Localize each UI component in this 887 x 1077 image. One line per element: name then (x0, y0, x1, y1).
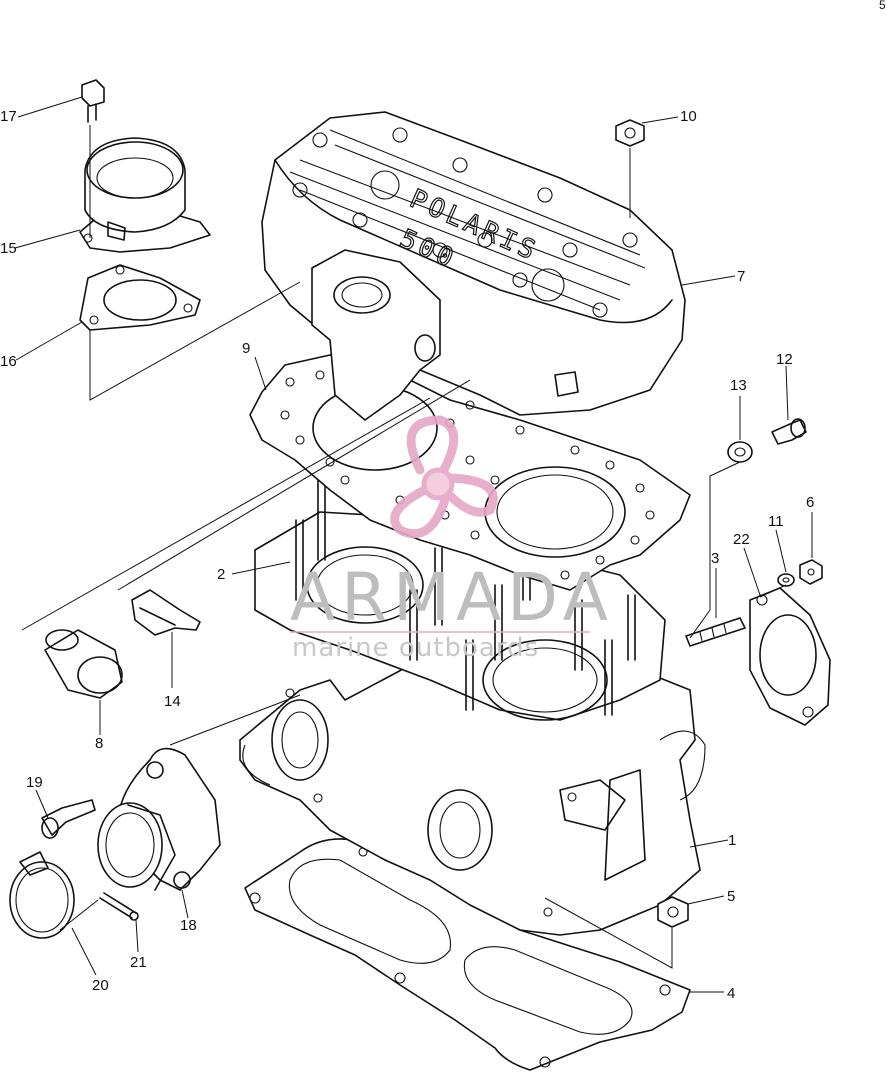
callout-11: 11 (768, 513, 784, 530)
callout-10: 10 (680, 108, 697, 125)
thermostat-cover (79, 137, 211, 253)
clamp-screw (99, 892, 139, 921)
callout-20: 20 (92, 977, 109, 994)
intake-flange (97, 747, 221, 891)
callout-8: 8 (95, 735, 103, 752)
exhaust-stud (685, 617, 746, 647)
exhaust-nut (799, 559, 823, 585)
callout-15: 15 (0, 240, 17, 257)
callout-5: 5 (727, 888, 735, 905)
callout-12: 12 (776, 351, 793, 368)
callout-6: 6 (806, 494, 814, 511)
thermostat-housing (311, 249, 441, 421)
cover-nut (615, 119, 645, 147)
head-bolt (771, 418, 807, 445)
callout-21: 21 (130, 954, 147, 971)
callout-22: 22 (733, 531, 750, 548)
callout-14: 14 (164, 693, 181, 710)
base-gasket (244, 838, 691, 1071)
watermark-tagline: marine outboards (292, 633, 539, 663)
lock-washer (777, 573, 795, 587)
watermark-brand: ARMADA (290, 559, 614, 636)
callout-4: 4 (727, 985, 735, 1002)
thermostat-bolt (81, 79, 105, 123)
callout-9: 9 (242, 340, 250, 357)
callout-3: 3 (711, 550, 719, 567)
assembly-lines (21, 125, 787, 969)
armada-watermark: ARMADA marine outboards (290, 415, 614, 663)
callout-2: 2 (217, 566, 225, 583)
callout-16: 16 (0, 353, 17, 370)
water-fitting-sleeve (44, 629, 123, 699)
callouts: 1 2 3 4 5 6 7 8 9 10 11 12 13 14 15 16 1 (0, 96, 814, 1002)
temperature-sensor (131, 589, 201, 636)
intake-bolt (41, 799, 96, 839)
base-nut (657, 896, 689, 928)
callout-18: 18 (180, 917, 197, 934)
callout-7: 7 (737, 268, 745, 285)
callout-19: 19 (26, 774, 43, 791)
hose-clamp (9, 851, 75, 939)
callout-13: 13 (730, 377, 747, 394)
thermostat-gasket (79, 264, 201, 331)
sealing-washer (727, 441, 753, 463)
exhaust-gasket (749, 587, 831, 726)
callout-1: 1 (728, 832, 736, 849)
corner-mark: 5 (879, 0, 886, 12)
callout-17: 17 (0, 108, 17, 125)
propeller-logo-icon (390, 415, 498, 539)
